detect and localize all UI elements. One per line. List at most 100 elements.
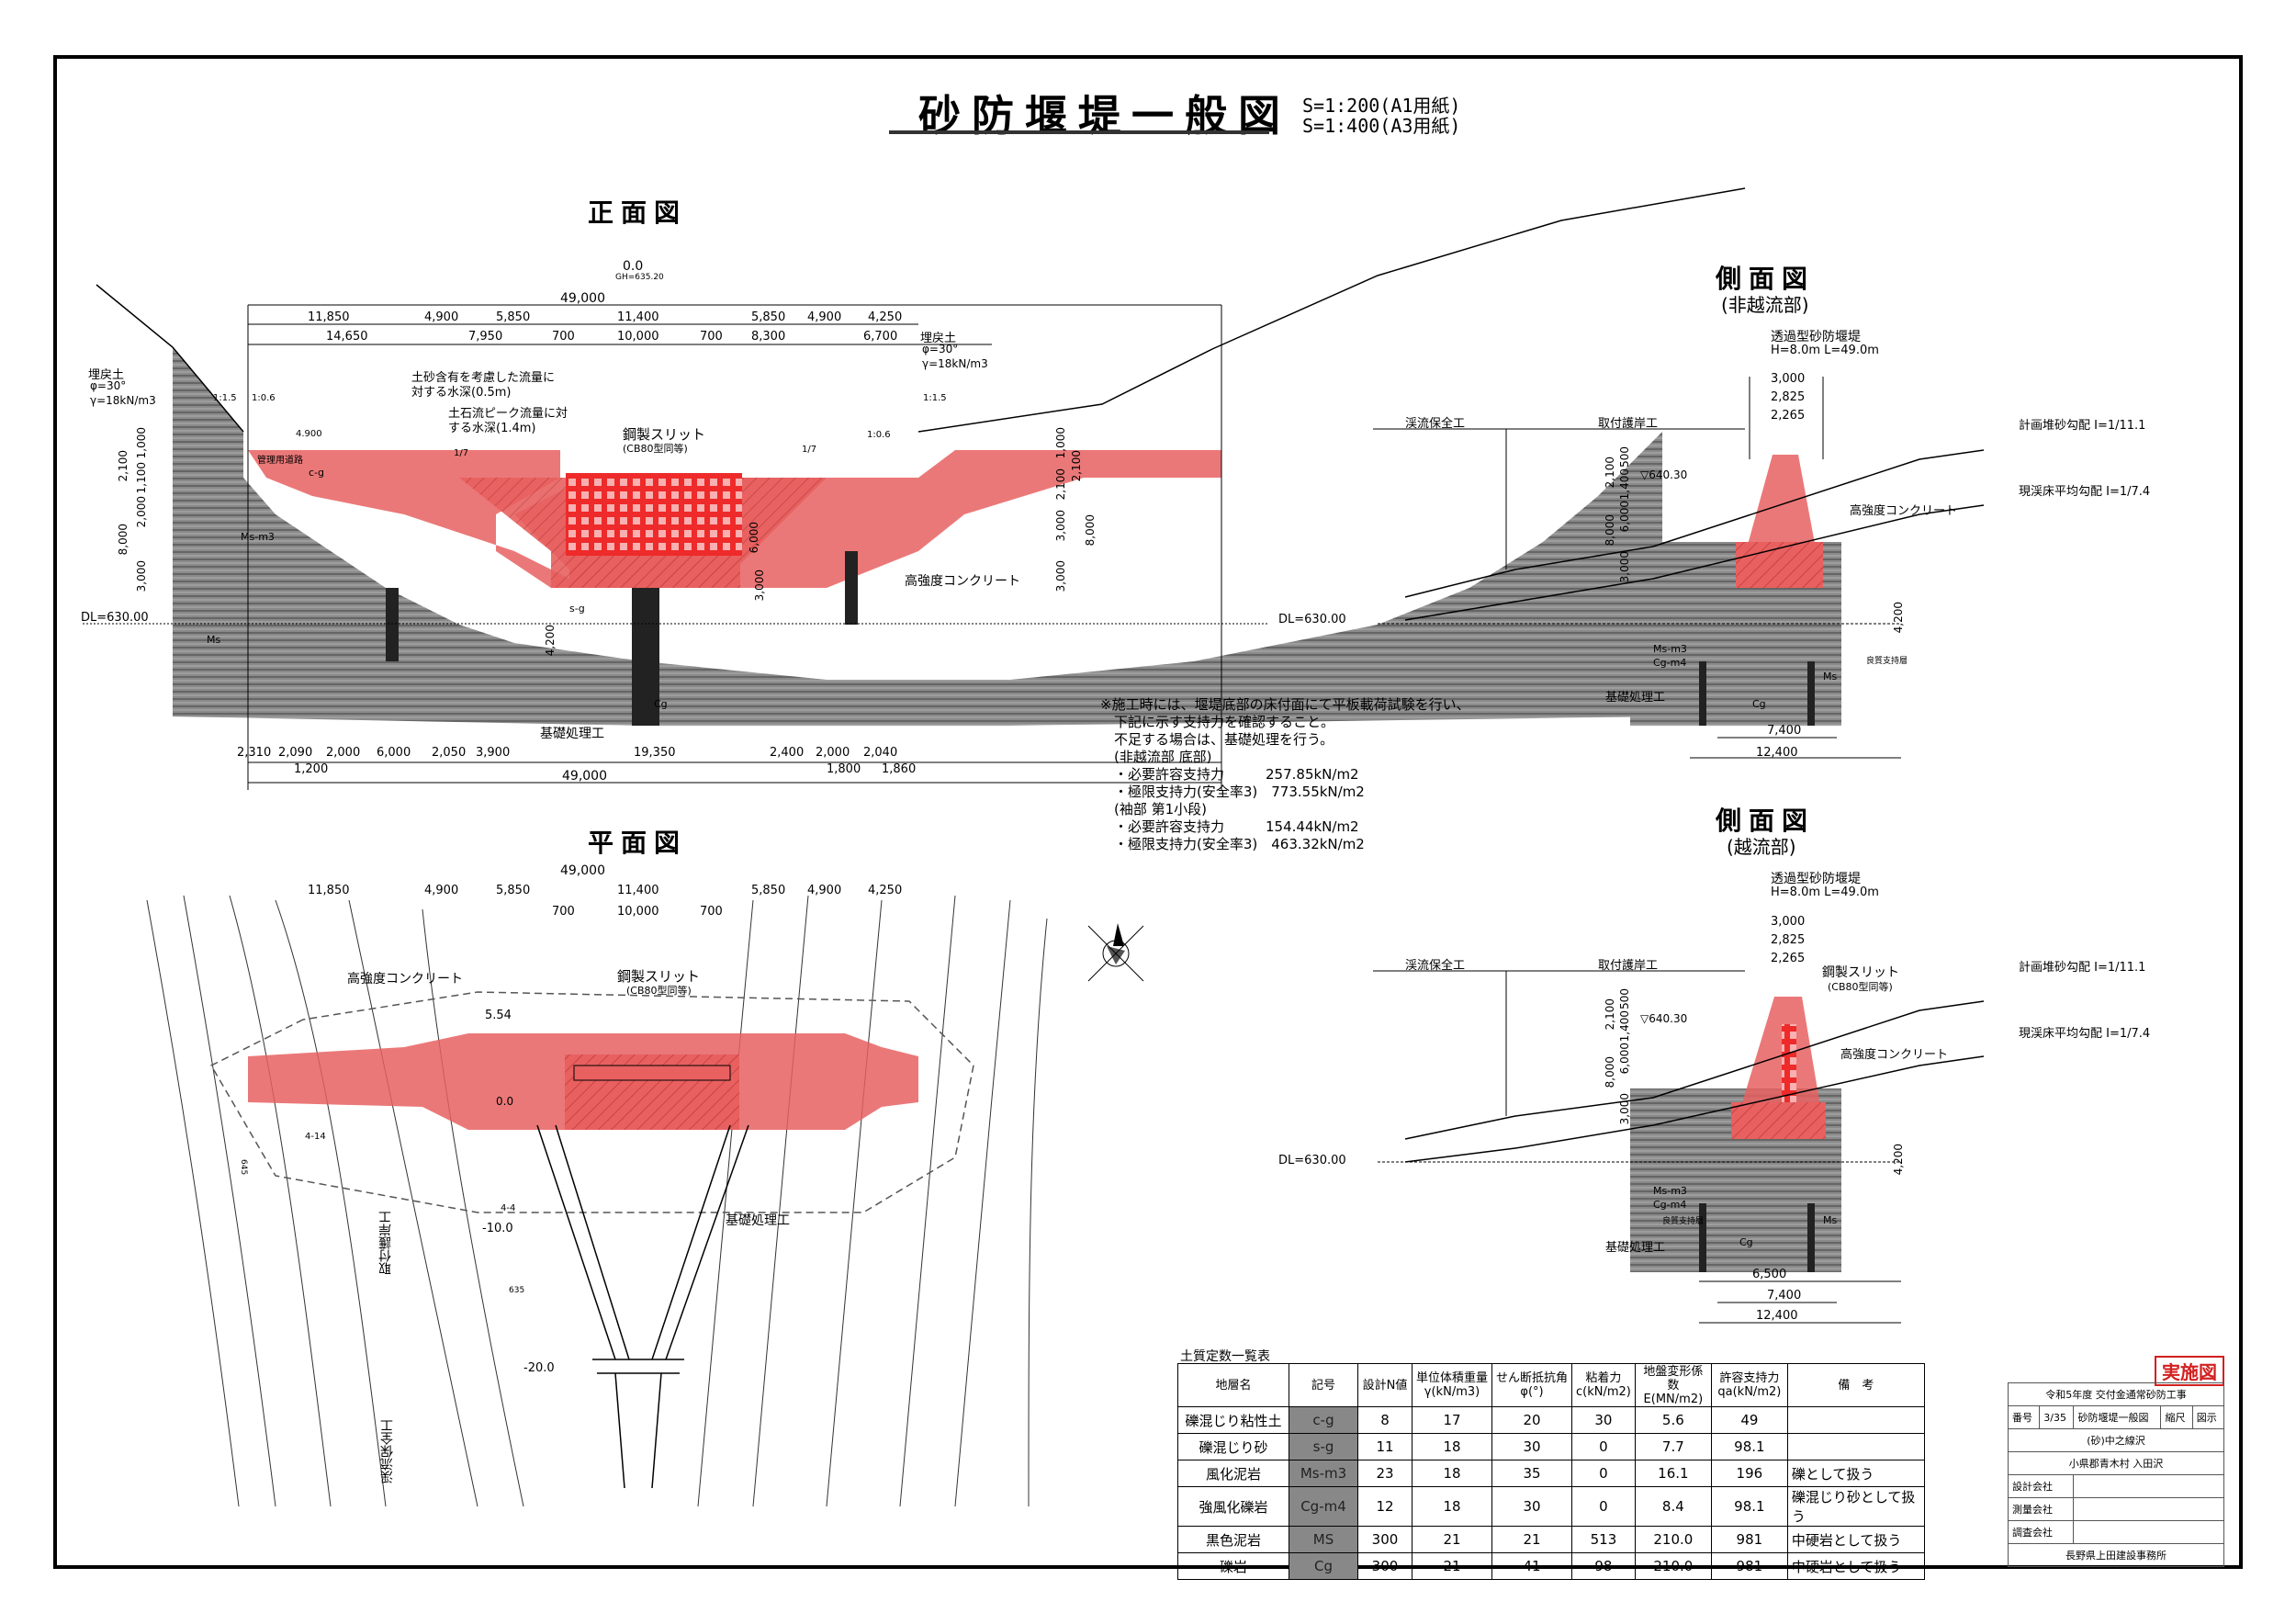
front-total-width: 49,000 [560, 291, 605, 306]
front-dim-top-2: 4,900 [424, 310, 459, 324]
plan-dam-body [248, 1033, 918, 1130]
front-dim-bottom2-3: 1,860 [882, 762, 917, 776]
front-dim-bottom-4: 6,000 [377, 746, 411, 760]
soil-qa: 98.1 [1710, 1433, 1788, 1460]
front-bottom-total: 49,000 [562, 769, 607, 784]
water-note-1: 土砂含有を考慮した流量に対する水深(0.5m) [411, 371, 556, 400]
side-nonoverflow-drawing [1373, 377, 1985, 759]
soil-gamma: 17 [1412, 1406, 1492, 1434]
so-top-dim-2: 2,825 [1771, 933, 1806, 947]
soil-name: 礫岩 [1177, 1552, 1289, 1580]
front-concrete-label: 高強度コンクリート [905, 574, 1020, 589]
front-dim-bottom-7: 19,350 [634, 746, 676, 760]
sno-concrete-label: 高強度コンクリート [1850, 504, 1958, 518]
soil-header-cell: 備 考 [1786, 1363, 1925, 1407]
tb-survey-label: 測量会社 [2007, 1497, 2075, 1521]
so-support-label: 良質支持層 [1662, 1217, 1705, 1226]
side-overflow-drawing [1373, 970, 1985, 1324]
plan-concrete-label: 高強度コンクリート [347, 972, 463, 987]
so-soil-4: Ms [1823, 1214, 1838, 1226]
soil-e: 210.0 [1634, 1526, 1712, 1553]
soil-gamma: 18 [1412, 1460, 1492, 1487]
front-view-title: 正面図 [588, 197, 688, 228]
plan-bed-label: 渓流保全工 [380, 1419, 395, 1483]
soil-phi: 30 [1491, 1433, 1572, 1460]
front-ground-left [96, 284, 244, 433]
slope-3: 1/7 [454, 448, 469, 458]
sno-vdim-6: 3,000 [1618, 551, 1631, 583]
side-overflow-title: 側面図 [1716, 806, 1816, 836]
front-ground-right [917, 187, 1746, 433]
soil-header-cell: 許容支持力 qa(kN/m2) [1710, 1363, 1788, 1407]
soil-header-cell: 記号 [1289, 1363, 1358, 1407]
so-dam-type: 透過型砂防堰堤 [1771, 872, 1861, 886]
sno-vdim-2: 500 [1618, 446, 1631, 468]
sno-plan-grade: 計画堆砂勾配 I=1/11.1 [2019, 419, 2146, 433]
table-row: 風化泥岩 Ms-m3 23 18 35 0 16.1 196 礫として扱う [1177, 1460, 1925, 1487]
note-line: 不足する場合は、基礎処理を行う。 [1100, 731, 1334, 748]
sno-top-dim-2: 2,825 [1771, 390, 1806, 404]
tb-designer-value [2073, 1474, 2224, 1498]
plan-excavation-outline [209, 991, 974, 1213]
front-dim-top-3: 5,850 [496, 310, 531, 324]
plan-contours [146, 895, 1048, 1507]
front-vdim-left-2: 2,100 [117, 450, 129, 482]
right-fill-phi: φ=30° [922, 343, 959, 355]
front-dim-bottom-10: 2,040 [863, 746, 898, 760]
side-nonoverflow-title: 側面図 [1716, 264, 1816, 294]
soil-symbol: s-g [1289, 1433, 1358, 1460]
front-dim-second-7: 6,700 [863, 330, 898, 344]
front-center-dim-2: 6,000 [748, 522, 760, 554]
front-dim-bottom-9: 2,000 [816, 746, 850, 760]
tb-scale-value: 図示 [2191, 1405, 2225, 1429]
note-line: ※施工時には、堰堤底部の床付面にて平板載荷試験を行い、 [1100, 696, 1470, 713]
sno-vdim-3: 1,400 [1618, 468, 1631, 501]
so-foundation-label: 基礎処理工 [1605, 1241, 1666, 1255]
tb-investigation-value [2073, 1520, 2224, 1544]
side-overflow-subtitle: (越流部) [1727, 836, 1796, 858]
tb-designer-label: 設計会社 [2007, 1474, 2075, 1498]
tb-survey-value [2073, 1497, 2224, 1521]
tb-sheet-no: 3/35 [2039, 1405, 2075, 1429]
tb-project: 令和5年度 交付金通常砂防工事 [2008, 1382, 2224, 1406]
front-dim-top-1: 11,850 [308, 310, 350, 324]
front-vdim-left-6: 3,000 [135, 560, 148, 592]
front-vdim-left-3: 1,100 [135, 462, 148, 494]
note-line: ・極限支持力(安全率3) 463.32kN/m2 [1100, 836, 1365, 852]
sno-dl: DL=630.00 [1278, 613, 1346, 626]
soil-c: 513 [1571, 1526, 1636, 1553]
sno-soil-3: Cg [1752, 698, 1766, 710]
front-dim-second-2: 7,950 [468, 330, 503, 344]
front-dim-bottom-8: 2,400 [770, 746, 805, 760]
so-vdim-3: 1,400 [1618, 1010, 1631, 1043]
sno-bank-protection: 取付護岸工 [1598, 417, 1659, 431]
front-foundation-label: 基礎処理工 [540, 727, 604, 741]
scale-a3: S=1:400(A3用紙) [1302, 115, 1461, 137]
soil-n: 300 [1357, 1552, 1412, 1580]
soil-gamma: 18 [1412, 1486, 1492, 1527]
plan-channel-walls [536, 1124, 749, 1489]
construction-notes: ※施工時には、堰堤底部の床付面にて平板載荷試験を行い、 下記に示す支持力を確認す… [1100, 696, 1470, 853]
soil-remark: 中硬岩として扱う [1786, 1526, 1925, 1553]
note-line: (非越流部 底部) [1100, 749, 1212, 765]
soil-c: 0 [1571, 1486, 1636, 1527]
plan-dim-top-3: 5,850 [496, 884, 531, 897]
plan-slit-label: 鋼製スリット [617, 968, 701, 985]
plan-slit-sub: (CB80型同等) [626, 985, 692, 997]
soil-table: 地層名 記号 設計N値 単位体積重量 γ(kN/m3) せん断抵抗角 φ(°) … [1177, 1363, 1925, 1580]
front-vdim-left-5: 8,000 [117, 524, 129, 556]
soil-phi: 30 [1491, 1486, 1572, 1527]
title-underline [889, 130, 1269, 134]
soil-gamma: 21 [1412, 1552, 1492, 1580]
front-origin-sub: GH=635.20 [615, 273, 664, 282]
plan-contour-635: 635 [509, 1286, 525, 1295]
title-block: 令和5年度 交付金通常砂防工事 番号 3/35 砂防堰堤一般図 縮尺 図示 (砂… [2007, 1382, 2225, 1567]
road-width: 4.900 [296, 429, 322, 439]
front-dim-second-5: 700 [700, 330, 723, 344]
front-dim-bottom-2: 2,090 [278, 746, 313, 760]
front-soil-cgrock: Cg [654, 698, 668, 710]
so-vdim-1: 2,100 [1604, 998, 1616, 1031]
soil-header-cell: 粘着力 c(kN/m2) [1571, 1363, 1636, 1407]
sno-soil-1: Ms-m3 [1653, 643, 1687, 655]
so-slit-label: 鋼製スリット [1822, 965, 1899, 980]
